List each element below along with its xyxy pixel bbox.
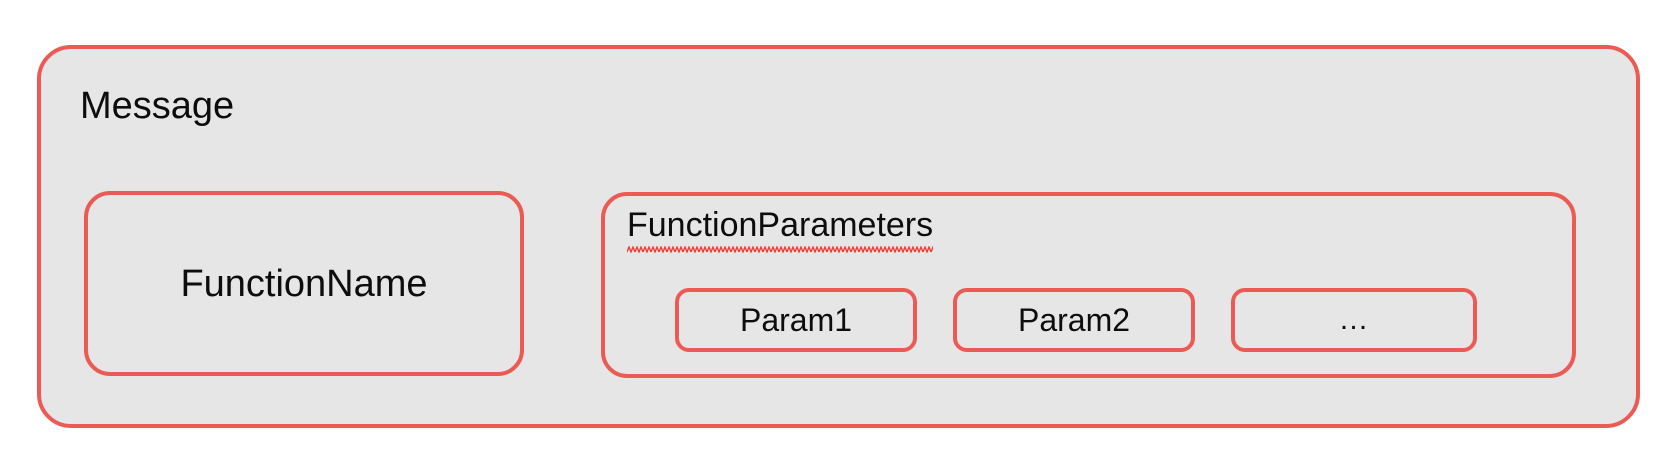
function-parameters-label: FunctionParameters [627, 206, 934, 244]
function-parameters-label-group: FunctionParameters [627, 205, 934, 253]
parameter-label-2: Param2 [1017, 302, 1131, 338]
parameter-block-1: Param1 [675, 288, 917, 352]
message-block: Message FunctionName FunctionParameters … [37, 45, 1640, 428]
parameter-list: Param1 Param2 … [605, 196, 1572, 374]
parameter-label-1: Param1 [739, 302, 853, 338]
parameter-block-2: Param2 [953, 288, 1195, 352]
parameter-block-more: … [1231, 288, 1477, 352]
function-name-label: FunctionName [180, 262, 428, 305]
message-label: Message [80, 85, 235, 127]
function-parameters-block: FunctionParameters Param1 Param2 … [601, 192, 1576, 378]
spellcheck-squiggle-underline [627, 246, 934, 253]
function-name-block: FunctionName [84, 191, 524, 376]
parameter-label-ellipsis: … [1338, 303, 1370, 336]
